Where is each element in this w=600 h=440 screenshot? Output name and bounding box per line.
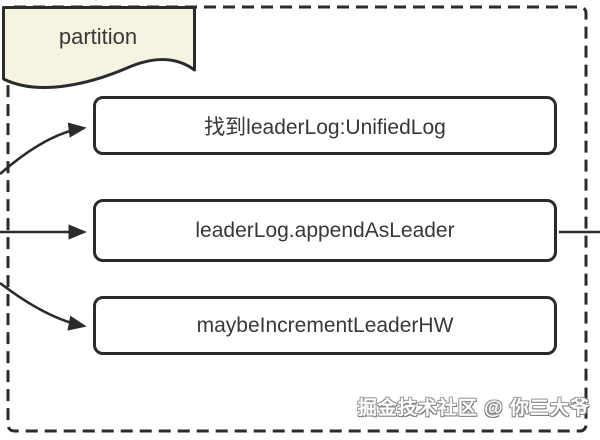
flow-node-find-leaderlog: 找到leaderLog:UnifiedLog [93, 96, 557, 155]
flow-node-increment-leader-hw: maybeIncrementLeaderHW [93, 296, 557, 355]
flow-node-label: maybeIncrementLeaderHW [196, 313, 454, 337]
flow-node-label: leaderLog.appendAsLeader [195, 218, 455, 242]
partition-label: partition [58, 24, 138, 49]
partition-shape [2, 6, 196, 89]
dashed-boundary [6, 5, 588, 433]
flow-node-label: 找到leaderLog:UnifiedLog [204, 115, 446, 139]
watermark: 掘金技术社区 @ 你三大爷 [357, 398, 590, 419]
flow-node-append-as-leader: leaderLog.appendAsLeader [93, 199, 557, 262]
arrow-to-find-leaderlog [0, 122, 87, 175]
arrow-to-increment-leader-hw [0, 281, 87, 331]
